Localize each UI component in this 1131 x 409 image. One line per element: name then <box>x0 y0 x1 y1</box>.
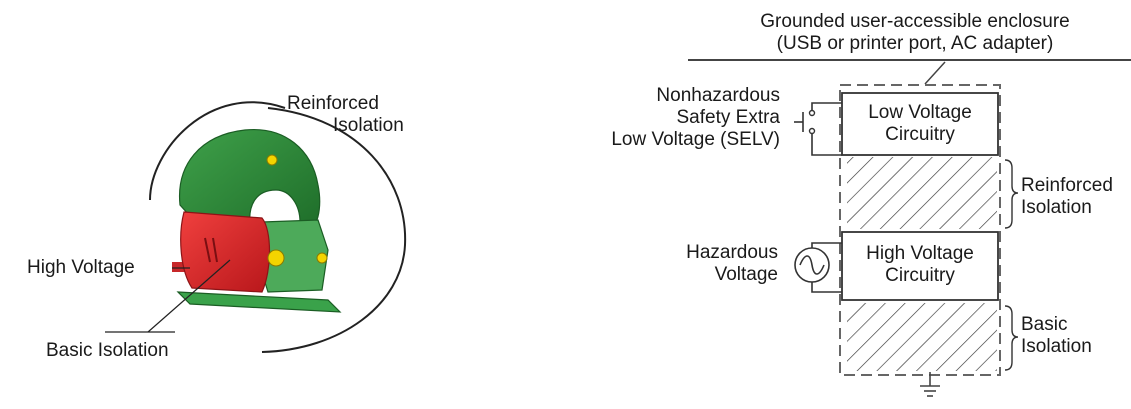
basic-brace <box>1004 305 1019 371</box>
high-voltage-box-label: High Voltage Circuitry <box>866 243 974 286</box>
enclosure-leader <box>924 61 946 85</box>
basic-isolation-right-label: Basic Isolation <box>1021 314 1092 357</box>
knob-yellow-icon <box>266 154 278 166</box>
high-voltage-label: High Voltage <box>27 257 135 278</box>
basic-isolation-label: Basic Isolation <box>46 340 169 361</box>
circuit-diagram <box>688 59 1131 397</box>
reinforced-isolation-right-label: Reinforced Isolation <box>1021 175 1113 218</box>
switch-contact-icon <box>808 109 816 117</box>
enclosure-dashed-border <box>839 84 1001 376</box>
hazardous-voltage-label: Hazardous Voltage <box>686 242 778 285</box>
jigsaw-illustration <box>105 101 407 353</box>
jigsaw-handle <box>178 128 321 239</box>
ac-wire <box>811 242 842 293</box>
reinforced-isolation-hatch <box>847 157 997 229</box>
knob-yellow-icon <box>267 249 285 267</box>
enclosure-label: Grounded user-accessible enclosure (USB … <box>760 11 1070 54</box>
reinforced-brace <box>1004 159 1019 229</box>
switch-contact-icon <box>808 127 816 135</box>
low-voltage-box <box>841 92 999 156</box>
selv-label: Nonhazardous Safety Extra Low Voltage (S… <box>611 85 780 150</box>
reinforced-isolation-arc <box>149 101 407 353</box>
reinforced-isolation-label: Reinforced Isolation <box>287 93 404 136</box>
jigsaw-motor <box>180 211 271 293</box>
basic-isolation-leader <box>147 259 231 333</box>
selv-wire <box>811 102 842 156</box>
low-voltage-box-label: Low Voltage Circuitry <box>868 102 972 145</box>
sine-wave-icon <box>799 255 825 275</box>
knob-yellow-icon <box>316 252 328 264</box>
high-voltage-box <box>841 231 999 301</box>
jigsaw-base <box>176 291 342 313</box>
basic-isolation-hatch <box>847 303 997 371</box>
